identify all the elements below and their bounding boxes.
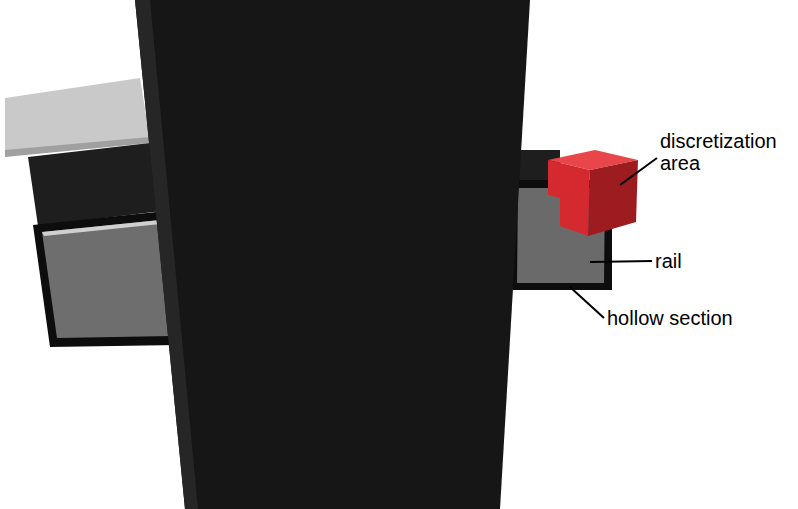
- hollow-section-front: [33, 210, 178, 347]
- column-edge: [135, 0, 198, 509]
- part-label: rail: [655, 250, 775, 272]
- leader-line: [570, 287, 604, 318]
- leader-line: [590, 261, 652, 262]
- rail-face: [42, 219, 172, 338]
- cube-front: [588, 160, 638, 236]
- cube-left: [548, 160, 590, 236]
- leader-line: [620, 158, 657, 185]
- column: [135, 0, 530, 509]
- rail-edge: [42, 219, 170, 236]
- part-label: discretization area: [660, 130, 798, 174]
- part-label: hollow section: [607, 307, 797, 329]
